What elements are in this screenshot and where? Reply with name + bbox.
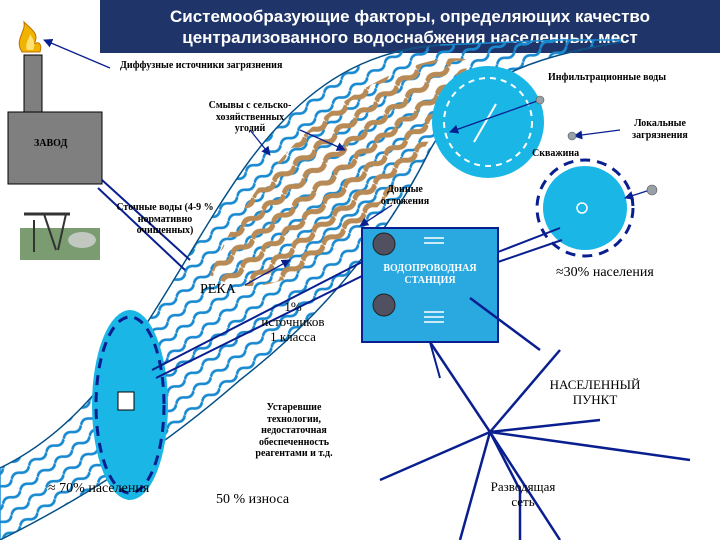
label-class1: 1% источников 1 класса	[248, 299, 338, 345]
label-tech-2: технологии,	[267, 413, 321, 425]
label-pop-30: ≈30% населения	[556, 265, 654, 280]
pipes	[97, 179, 563, 379]
label-station-1: ВОДОПРОВОДНАЯ	[383, 263, 477, 274]
valve-icon	[535, 95, 658, 196]
label-class1-3: 1 класса	[270, 328, 316, 344]
arrows	[43, 39, 651, 286]
label-settlement: НАСЕЛЕННЫЙ ПУНКТ	[540, 377, 650, 408]
label-runoff-1: Смывы с сельско-	[208, 100, 292, 111]
label-settlement-1: НАСЕЛЕННЫЙ	[549, 377, 641, 392]
label-class1-2: источников	[261, 313, 325, 329]
label-settlement-2: ПУНКТ	[572, 391, 618, 407]
soil-lens	[210, 58, 470, 287]
label-network-2: сеть	[511, 493, 535, 509]
label-wastewater-2: нормативно	[137, 213, 193, 225]
label-pop-70: ≈ 70% населения	[48, 481, 150, 496]
label-diffuse-sources: Диффузные источники загрязнения	[120, 60, 283, 71]
oil-pump-icon	[20, 212, 100, 260]
label-factory: ЗАВОД	[34, 138, 68, 149]
water-station	[361, 227, 499, 343]
label-water-station: ВОДОПРОВОДНАЯ СТАНЦИЯ	[362, 263, 498, 286]
label-technology: Устаревшие технологии, недостаточная обе…	[240, 402, 348, 460]
label-station-2: СТАНЦИЯ	[404, 274, 456, 286]
well-zone-right	[535, 158, 635, 258]
label-sediment: Донные отложения	[370, 184, 440, 207]
label-tech-5: реагентами и т.д.	[255, 448, 333, 459]
label-wear: 50 % износа	[216, 492, 290, 507]
label-runoff-3: угодий	[234, 123, 266, 134]
label-network: Разводящая сеть	[478, 479, 568, 510]
label-local-2: загрязнения	[632, 129, 688, 141]
label-class1-1: 1%	[284, 299, 302, 314]
distribution-network	[379, 296, 691, 540]
label-river: РЕКА	[200, 282, 236, 297]
label-sediment-1: Донные	[387, 184, 423, 195]
label-wastewater-1: Сточные воды (4-9 %	[116, 202, 214, 213]
factory-building	[7, 111, 103, 185]
label-runoff-2: хозяйственных	[215, 111, 285, 123]
label-wastewater-3: очищенных)	[136, 225, 194, 236]
label-tech-4: обеспеченность	[258, 436, 330, 448]
label-runoff: Смывы с сельско- хозяйственных угодий	[196, 100, 304, 135]
label-local-pollution: Локальные загрязнения	[610, 118, 710, 141]
label-infiltration: Инфильтрационные воды	[548, 72, 667, 83]
label-sediment-2: отложения	[380, 195, 430, 207]
label-well: Скважина	[532, 148, 580, 159]
well-zone-upper	[432, 66, 544, 178]
factory-chimney	[23, 54, 43, 116]
label-network-1: Разводящая	[490, 479, 556, 494]
label-wastewater: Сточные воды (4-9 % нормативно очищенных…	[100, 202, 230, 237]
label-local-1: Локальные	[634, 118, 686, 129]
label-tech-1: Устаревшие	[266, 402, 322, 413]
title-line-1: Системообразующие факторы, определяющих …	[169, 7, 651, 26]
intake-zone-left	[92, 310, 168, 500]
flame-icon	[18, 20, 42, 53]
label-tech-3: недостаточная	[261, 425, 327, 436]
